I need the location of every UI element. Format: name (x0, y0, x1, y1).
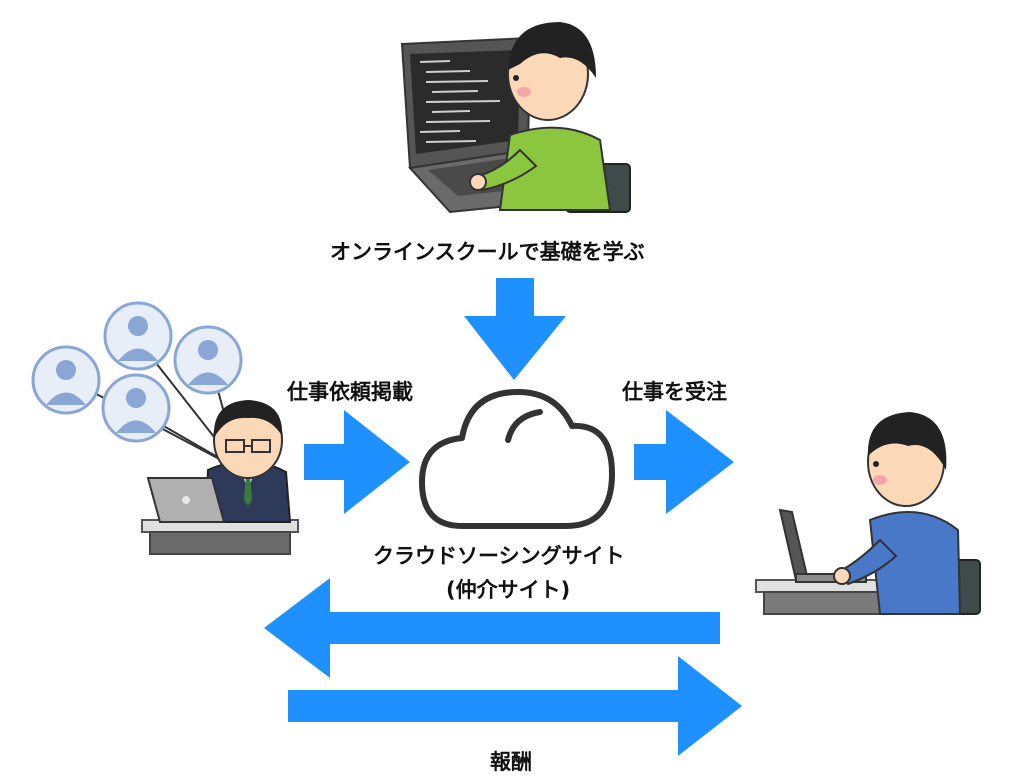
payment-arrow-left (264, 578, 720, 678)
reward-arrow-right (288, 656, 742, 756)
cloud-inner-curve (505, 409, 543, 443)
accept-job-label: 仕事を受注 (622, 380, 727, 404)
student-laptop-icon (400, 22, 631, 214)
client-businessman-icon (31, 301, 299, 555)
school-label: オンラインスクールで基礎を学ぶ (330, 240, 645, 264)
post-arrow (304, 410, 410, 514)
intermediary-site-label: (仲介サイト) (446, 578, 571, 602)
crowdsourcing-site-label: クラウドソーシングサイト (373, 544, 625, 568)
post-job-label: 仕事依頼掲載 (287, 380, 413, 404)
freelancer-laptop-icon (755, 412, 981, 615)
accept-arrow (634, 410, 734, 514)
reward-label: 報酬 (490, 750, 532, 774)
down-arrow (464, 278, 566, 380)
cloud-icon (419, 389, 615, 529)
